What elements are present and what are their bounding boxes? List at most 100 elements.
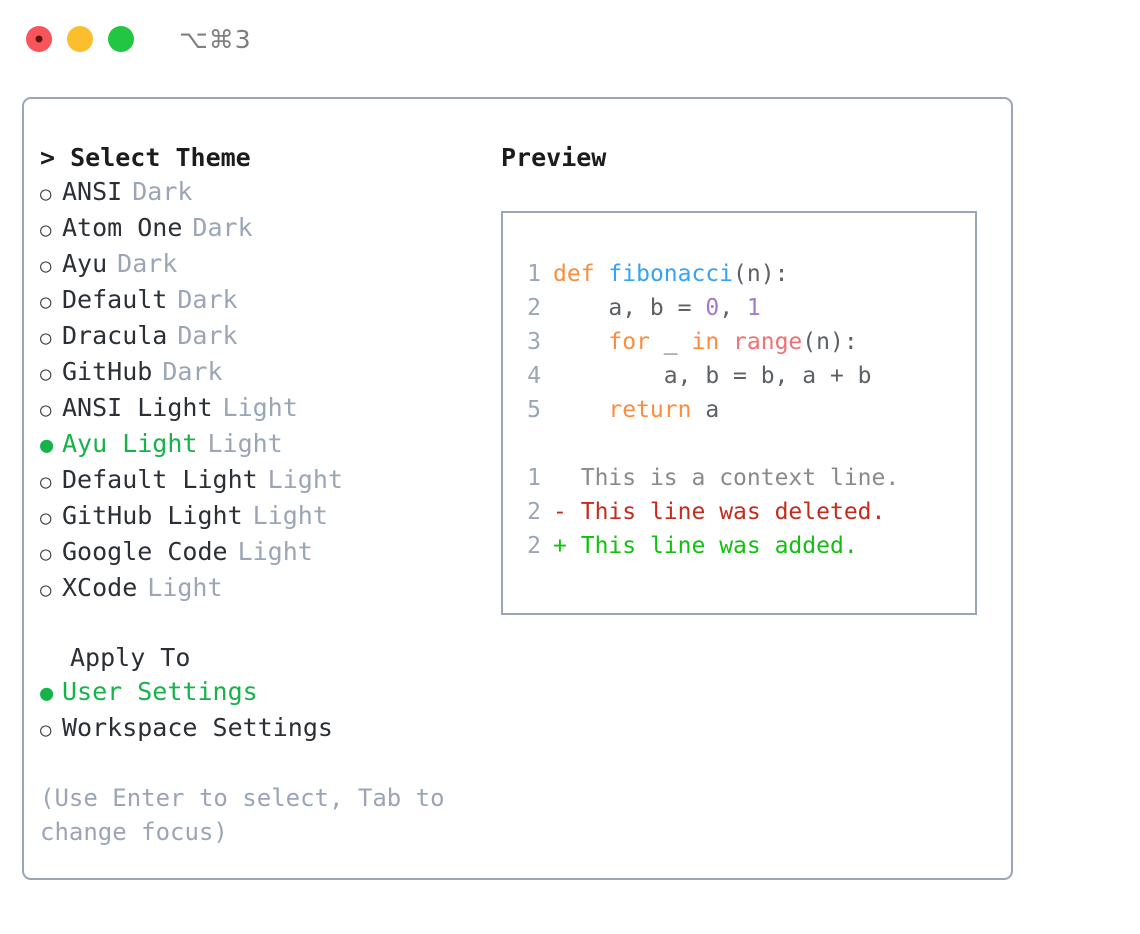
theme-option-category: Light bbox=[267, 465, 343, 494]
code-token: for bbox=[608, 329, 650, 355]
diff-line: 2 + This line was added. bbox=[519, 529, 975, 563]
radio-selected-icon: ● bbox=[40, 681, 54, 706]
radio-unselected-icon: ○ bbox=[40, 291, 52, 313]
code-token: (n): bbox=[802, 329, 858, 355]
radio-unselected-icon: ○ bbox=[40, 327, 52, 349]
theme-option-category: Dark bbox=[192, 213, 253, 242]
code-token: in bbox=[691, 329, 720, 355]
code-token: 1 bbox=[746, 295, 761, 321]
theme-option-category: Light bbox=[207, 429, 283, 458]
code-token bbox=[553, 397, 608, 423]
apply-to-option-workspace-settings[interactable]: ○Workspace Settings bbox=[40, 711, 480, 747]
code-token: def bbox=[553, 261, 595, 287]
line-number: 4 bbox=[527, 363, 541, 389]
code-line: 2 a, b = 0, 1 bbox=[519, 291, 975, 325]
radio-unselected-icon: ○ bbox=[40, 507, 52, 529]
radio-unselected-icon: ○ bbox=[40, 219, 52, 241]
code-line: 4 a, b = b, a + b bbox=[519, 359, 975, 393]
theme-option-category: Dark bbox=[162, 357, 223, 386]
code-token: return bbox=[608, 397, 692, 423]
code-token: 0 bbox=[705, 295, 720, 321]
window-controls bbox=[26, 26, 134, 52]
radio-unselected-icon: ○ bbox=[40, 183, 52, 205]
theme-option-label: Atom One bbox=[62, 213, 183, 242]
code-token: fibonacci bbox=[608, 261, 734, 287]
theme-option-category: Light bbox=[147, 573, 223, 602]
minimize-button[interactable] bbox=[67, 26, 93, 52]
apply-to-list: ● User Settings ○Workspace Settings bbox=[40, 675, 480, 747]
radio-unselected-icon: ○ bbox=[40, 579, 52, 601]
theme-option-github[interactable]: ○ GitHub Dark bbox=[40, 355, 480, 391]
diff-line-number: 1 bbox=[527, 465, 541, 491]
theme-option-label: ANSI Light bbox=[62, 393, 213, 422]
radio-unselected-icon: ○ bbox=[40, 471, 52, 493]
theme-option-label: ANSI bbox=[62, 177, 123, 206]
close-button[interactable] bbox=[26, 26, 52, 52]
code-token bbox=[553, 329, 608, 355]
radio-unselected-icon: ○ bbox=[40, 255, 52, 277]
apply-to-option-label: Workspace Settings bbox=[62, 713, 333, 742]
diff-sample: 1 This is a context line.2- This line wa… bbox=[519, 461, 975, 563]
diff-line: 1 This is a context line. bbox=[519, 461, 975, 495]
line-number: 1 bbox=[527, 261, 541, 287]
theme-option-ansi[interactable]: ○ ANSI Dark bbox=[40, 175, 480, 211]
diff-text: This line was added. bbox=[580, 533, 858, 559]
radio-unselected-icon: ○ bbox=[40, 543, 52, 565]
theme-option-label: Google Code bbox=[62, 537, 228, 566]
code-token: _ bbox=[649, 329, 692, 355]
keyboard-shortcut-label: ⌥⌘3 bbox=[179, 24, 252, 54]
apply-to-option-label: User Settings bbox=[62, 677, 258, 706]
line-number: 5 bbox=[527, 397, 541, 423]
theme-option-label: Default Light bbox=[62, 465, 258, 494]
apply-to-option-user-settings[interactable]: ● User Settings bbox=[40, 675, 480, 711]
line-number: 2 bbox=[527, 295, 541, 321]
theme-option-ansi-light[interactable]: ○ ANSI Light Light bbox=[40, 391, 480, 427]
theme-option-category: Light bbox=[237, 537, 313, 566]
radio-unselected-icon: ○ bbox=[40, 399, 52, 421]
preview-header: Preview bbox=[501, 143, 607, 172]
diff-gap bbox=[567, 499, 581, 525]
theme-option-github-light[interactable]: ○ GitHub Light Light bbox=[40, 499, 480, 535]
theme-option-label: GitHub Light bbox=[62, 501, 243, 530]
theme-option-label: Default bbox=[62, 285, 168, 314]
theme-option-label: Dracula bbox=[62, 321, 168, 350]
keyboard-hint-text: (Use Enter to select, Tab to change focu… bbox=[40, 784, 460, 846]
code-token: range bbox=[733, 329, 803, 355]
theme-option-google-code[interactable]: ○ Google Code Light bbox=[40, 535, 480, 571]
theme-option-default-light[interactable]: ○ Default Light Light bbox=[40, 463, 480, 499]
select-theme-header: > Select Theme bbox=[40, 143, 251, 172]
code-token: a, b = b, a + b bbox=[553, 363, 872, 389]
theme-option-category: Light bbox=[222, 393, 298, 422]
radio-selected-icon: ● bbox=[40, 433, 54, 458]
theme-option-category: Light bbox=[252, 501, 328, 530]
diff-text: This line was deleted. bbox=[580, 499, 886, 525]
theme-option-category: Dark bbox=[132, 177, 193, 206]
list-spacer bbox=[40, 607, 480, 641]
code-diff-separator bbox=[519, 427, 975, 461]
theme-option-label: Ayu Light bbox=[62, 429, 198, 458]
diff-sign: + bbox=[553, 533, 567, 559]
code-token: a, b = bbox=[553, 295, 706, 321]
code-line: 1 def fibonacci(n): bbox=[519, 257, 975, 291]
theme-option-label: GitHub bbox=[62, 357, 153, 386]
radio-unselected-icon: ○ bbox=[40, 363, 52, 385]
diff-text: This is a context line. bbox=[580, 465, 900, 491]
diff-line-number: 2 bbox=[527, 533, 541, 559]
line-number: 3 bbox=[527, 329, 541, 355]
diff-gap bbox=[567, 533, 581, 559]
theme-option-ayu-light[interactable]: ● Ayu Light Light bbox=[40, 427, 480, 463]
diff-sign: - bbox=[553, 499, 567, 525]
code-token bbox=[719, 329, 733, 355]
code-token: (n): bbox=[733, 261, 789, 287]
diff-line: 2- This line was deleted. bbox=[519, 495, 975, 529]
theme-option-atom-one[interactable]: ○ Atom One Dark bbox=[40, 211, 480, 247]
maximize-button[interactable] bbox=[108, 26, 134, 52]
